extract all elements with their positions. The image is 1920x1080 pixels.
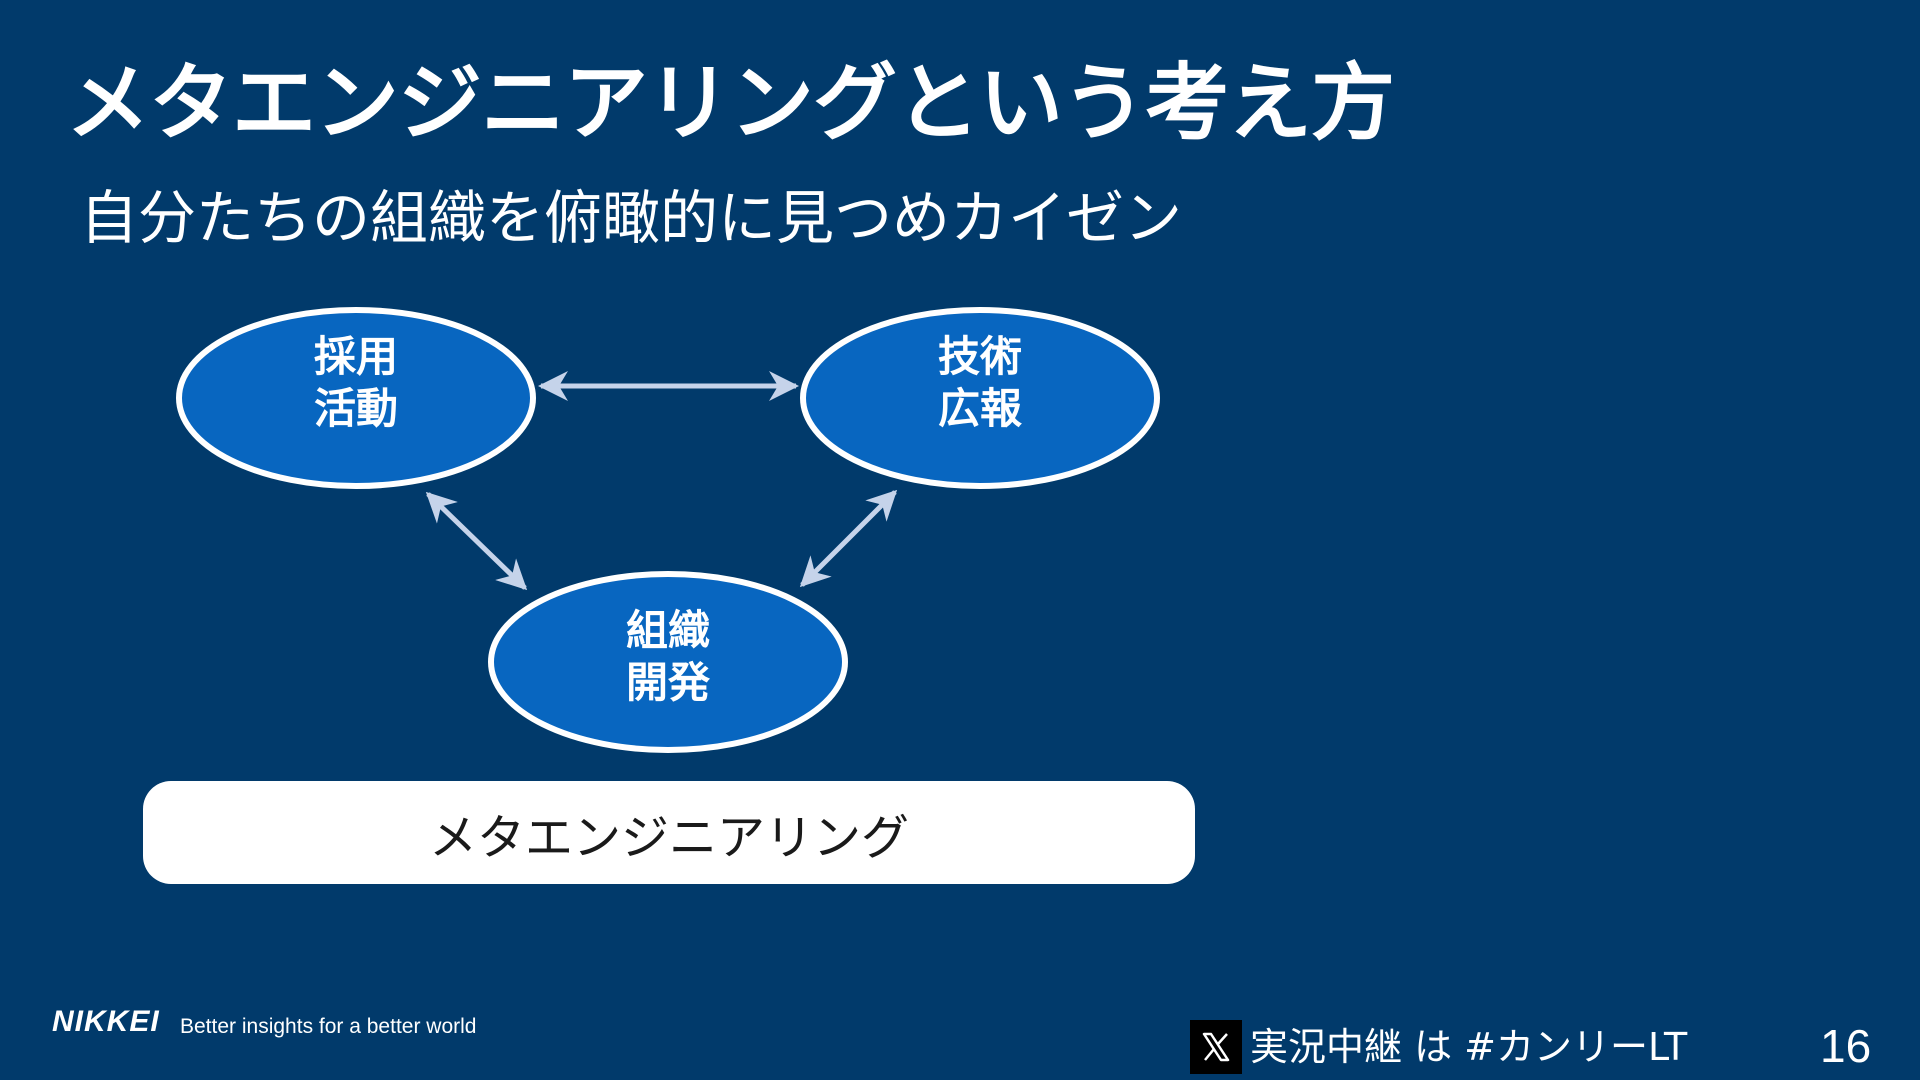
page-number: 16	[1820, 1020, 1872, 1072]
live-hashtag: 実況中継 は #カンリーLT	[1250, 1025, 1688, 1069]
node-org-dev-line1: 組織	[625, 606, 710, 655]
node-recruiting-label: 採用 活動	[256, 331, 456, 435]
node-recruiting-line1: 採用	[313, 332, 398, 381]
node-tech-pr	[800, 307, 1160, 489]
node-recruiting-line2: 活動	[313, 384, 398, 433]
node-tech-pr-line2: 広報	[937, 384, 1022, 433]
arrow-tech-pr-org-dev	[799, 489, 898, 588]
meta-engineering-label: メタエンジニアリング	[428, 809, 909, 866]
nikkei-tagline: Better insights for a better world	[180, 1015, 477, 1038]
slide-title: メタエンジニアリングという考え方	[66, 54, 1395, 152]
node-recruiting	[176, 307, 536, 489]
node-org-dev	[488, 571, 848, 753]
node-tech-pr-label: 技術 広報	[880, 331, 1080, 435]
node-org-dev-label: 組織 開発	[568, 605, 768, 709]
node-org-dev-line2: 開発	[625, 658, 710, 707]
nikkei-logo: NIKKEI	[52, 1005, 160, 1038]
node-tech-pr-line1: 技術	[937, 332, 1022, 381]
meta-engineering-foundation: メタエンジニアリング	[143, 781, 1195, 884]
slide-subtitle: 自分たちの組織を俯瞰的に見つめカイゼン	[80, 184, 1183, 252]
arrow-recruiting-org-dev	[425, 491, 528, 591]
x-logo-icon	[1190, 1020, 1242, 1074]
